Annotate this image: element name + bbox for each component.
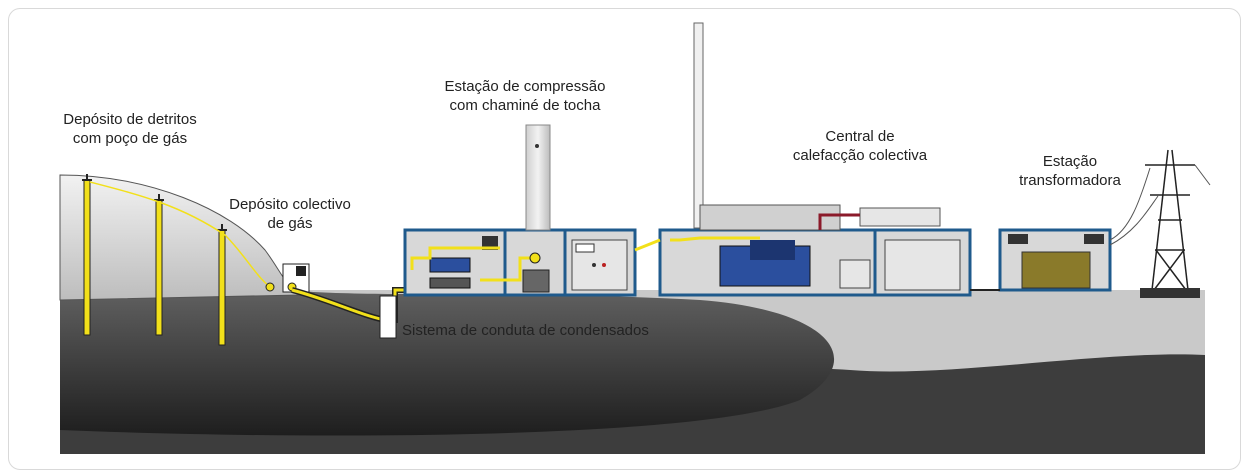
gas-well-2	[155, 199, 163, 336]
gas-well-3	[218, 229, 226, 346]
pylon-base	[1140, 288, 1200, 298]
label-condensate-system: Sistema de conduta de condensados	[402, 322, 649, 339]
transformer-station	[998, 228, 1112, 292]
gas-well-1	[83, 179, 91, 336]
gas-collection-line	[89, 181, 271, 288]
flare-stack	[525, 124, 551, 231]
condensate-pit	[379, 295, 397, 339]
chimney	[693, 22, 704, 229]
district-heating-plant	[658, 204, 972, 297]
power-pylon	[1145, 149, 1195, 291]
compression-station	[403, 228, 637, 297]
biogas-plant-diagram	[59, 22, 1211, 454]
landfill-body	[60, 190, 835, 436]
